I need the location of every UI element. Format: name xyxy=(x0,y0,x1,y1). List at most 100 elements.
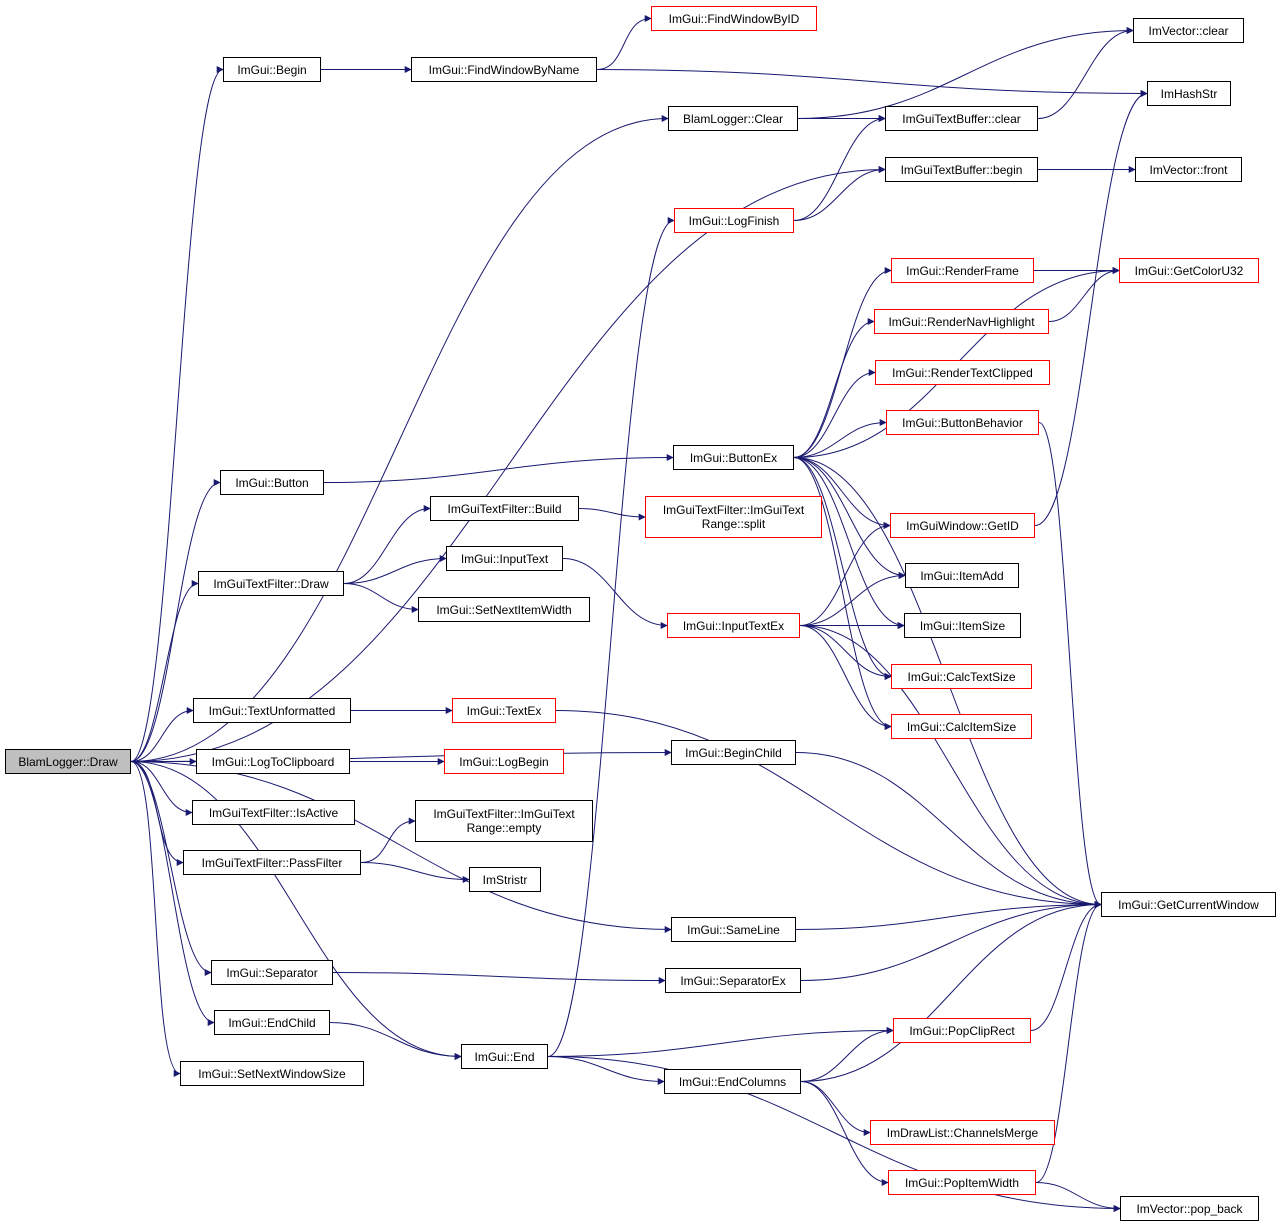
edge-draw-blamClear xyxy=(130,115,669,762)
edge-endColumns-channelsMerge xyxy=(800,1081,871,1136)
edge-end-endColumns xyxy=(547,1056,665,1085)
node-imgui-itemsize[interactable]: ImGui::ItemSize xyxy=(904,613,1021,638)
node-imgui-rendernavhighlight[interactable]: ImGui::RenderNavHighlight xyxy=(874,309,1049,334)
node-imgui-calctextsize[interactable]: ImGui::CalcTextSize xyxy=(891,664,1032,689)
node-imgui-endcolumns[interactable]: ImGui::EndColumns xyxy=(664,1069,801,1094)
node-imgui-separatorex[interactable]: ImGui::SeparatorEx xyxy=(665,968,801,993)
node-imgui-textex[interactable]: ImGui::TextEx xyxy=(452,698,556,723)
edge-inputTextEx-getID xyxy=(799,522,891,626)
edge-buttonEx-renderTextClipped xyxy=(793,369,876,458)
edge-popItemWidth-getCurrentWindow xyxy=(1035,901,1102,1183)
node-imgui-beginchild[interactable]: ImGui::BeginChild xyxy=(671,740,796,765)
node-imstristr[interactable]: ImStristr xyxy=(469,867,541,892)
node-imgui-findwindowbyname[interactable]: ImGui::FindWindowByName xyxy=(411,57,597,82)
node-imgui-setnextwindowsize[interactable]: ImGui::SetNextWindowSize xyxy=(180,1061,364,1086)
node-imgui-begin[interactable]: ImGui::Begin xyxy=(223,57,321,82)
node-imgui-popitemwidth[interactable]: ImGui::PopItemWidth xyxy=(888,1170,1036,1195)
node-imgui-end[interactable]: ImGui::End xyxy=(461,1044,548,1069)
edge-logFinish-textBufClear xyxy=(793,115,886,221)
node-blamlogger-clear[interactable]: BlamLogger::Clear xyxy=(668,106,798,131)
node-imhashstr[interactable]: ImHashStr xyxy=(1147,81,1231,106)
edge-endColumns-popClipRect xyxy=(800,1027,894,1082)
node-imgui-calcitemsize[interactable]: ImGui::CalcItemSize xyxy=(891,714,1032,739)
edge-draw-isActive xyxy=(130,761,193,816)
node-imgui-itemadd[interactable]: ImGui::ItemAdd xyxy=(905,563,1019,588)
node-imdrawlist-channelsmerge[interactable]: ImDrawList::ChannelsMerge xyxy=(870,1120,1055,1145)
node-imgui-separator[interactable]: ImGui::Separator xyxy=(211,960,333,985)
node-imgui-renderframe[interactable]: ImGui::RenderFrame xyxy=(891,258,1034,283)
edge-popClipRect-getCurrentWindow xyxy=(1030,901,1102,1031)
node-imgui-logbegin[interactable]: ImGui::LogBegin xyxy=(444,749,564,774)
edge-textEx-getCurrentWindow xyxy=(555,710,1102,908)
edge-buttonEx-itemAdd xyxy=(793,457,906,579)
node-imguitextbuffer-clear[interactable]: ImGuiTextBuffer::clear xyxy=(885,106,1038,131)
edge-buttonEx-itemSize xyxy=(793,457,905,629)
edge-textBufClear-imVectorClear xyxy=(1037,27,1134,119)
node-imvector-popback[interactable]: ImVector::pop_back xyxy=(1120,1196,1259,1221)
node-imvector-clear[interactable]: ImVector::clear xyxy=(1133,18,1244,43)
node-imgui-rendertextclipped[interactable]: ImGui::RenderTextClipped xyxy=(875,360,1050,385)
edge-buttonEx-calcTextSize xyxy=(793,457,892,680)
edge-getID-imHashStr xyxy=(1034,90,1148,526)
node-blamlogger-draw[interactable]: BlamLogger::Draw xyxy=(5,749,131,774)
edge-draw-begin xyxy=(130,66,224,762)
node-imguitextfilter-build[interactable]: ImGuiTextFilter::Build xyxy=(430,496,579,521)
node-imgui-textunformatted[interactable]: ImGui::TextUnformatted xyxy=(193,698,351,723)
edge-renderNavHighlight-getColorU32 xyxy=(1048,267,1120,322)
node-imgui-sameline[interactable]: ImGui::SameLine xyxy=(671,917,796,942)
node-textrange-split[interactable]: ImGuiTextFilter::ImGuiText Range::split xyxy=(645,496,822,538)
edge-filterDraw-filterBuild xyxy=(343,505,431,584)
edge-passFilter-rangeEmpty xyxy=(360,817,416,863)
node-imgui-getcurrentwindow[interactable]: ImGui::GetCurrentWindow xyxy=(1101,892,1276,917)
edge-draw-end xyxy=(130,761,462,1060)
edge-filterDraw-inputText xyxy=(343,555,447,584)
node-imgui-findwindowbyid[interactable]: ImGui::FindWindowByID xyxy=(651,6,817,31)
edge-popItemWidth-popBack xyxy=(1035,1182,1121,1212)
edge-draw-textBufBegin xyxy=(130,166,886,762)
node-imguitextfilter-isactive[interactable]: ImGuiTextFilter::IsActive xyxy=(192,800,355,825)
node-imgui-button[interactable]: ImGui::Button xyxy=(220,470,324,495)
edge-inputTextEx-calcTextSize xyxy=(799,625,892,680)
edge-separatorEx-getCurrentWindow xyxy=(800,901,1102,981)
edge-inputTextEx-calcItemSize xyxy=(799,625,892,730)
edge-draw-filterDraw xyxy=(130,580,199,762)
node-imgui-getcoloru32[interactable]: ImGui::GetColorU32 xyxy=(1119,258,1259,283)
edge-blamClear-imVectorClear xyxy=(797,27,1134,119)
edge-endColumns-popItemWidth xyxy=(800,1081,889,1186)
node-imgui-setnextitemwidth[interactable]: ImGui::SetNextItemWidth xyxy=(418,597,590,622)
edge-inputTextEx-getCurrentWindow xyxy=(799,625,1102,908)
node-imgui-inputtext[interactable]: ImGui::InputText xyxy=(446,546,563,571)
edge-end-popClipRect xyxy=(547,1027,894,1057)
node-imgui-endchild[interactable]: ImGui::EndChild xyxy=(214,1010,330,1035)
edge-filterBuild-rangeSplit xyxy=(578,508,646,521)
edge-draw-textUnformatted xyxy=(130,707,194,762)
edge-findWindowByName-imHashStr xyxy=(596,69,1148,97)
edge-filterDraw-setNextItemWidth xyxy=(343,583,419,613)
edge-buttonEx-renderNavHighlight xyxy=(793,318,875,458)
node-imvector-front[interactable]: ImVector::front xyxy=(1135,157,1242,182)
edge-inputTextEx-itemAdd xyxy=(799,572,906,626)
node-imgui-logfinish[interactable]: ImGui::LogFinish xyxy=(674,208,794,233)
edge-endColumns-getCurrentWindow xyxy=(800,901,1102,1082)
edge-buttonBehavior-getCurrentWindow xyxy=(1038,422,1102,908)
node-textrange-empty[interactable]: ImGuiTextFilter::ImGuiText Range::empty xyxy=(415,800,593,842)
edge-buttonEx-buttonBehavior xyxy=(793,419,887,458)
edge-passFilter-imStristr xyxy=(360,862,470,883)
edge-draw-separator xyxy=(130,761,212,976)
edge-draw-sameLine xyxy=(130,761,672,933)
node-imguitextbuffer-begin[interactable]: ImGuiTextBuffer::begin xyxy=(885,157,1038,182)
node-imgui-inputtextex[interactable]: ImGui::InputTextEx xyxy=(667,613,800,638)
node-imguiwindow-getid[interactable]: ImGuiWindow::GetID xyxy=(890,513,1035,538)
node-imgui-buttonbehavior[interactable]: ImGui::ButtonBehavior xyxy=(886,410,1039,435)
edge-findWindowByName-findWindowByID xyxy=(596,15,652,70)
edge-draw-setNextWindowSize xyxy=(130,761,181,1077)
edge-logFinish-textBufBegin xyxy=(793,166,886,221)
node-imgui-buttonex[interactable]: ImGui::ButtonEx xyxy=(673,445,794,470)
edge-draw-endChild xyxy=(130,761,215,1026)
node-imgui-popcliprect[interactable]: ImGui::PopClipRect xyxy=(893,1018,1031,1043)
node-imguitextfilter-passfilter[interactable]: ImGuiTextFilter::PassFilter xyxy=(183,850,361,875)
edge-sameLine-getCurrentWindow xyxy=(795,901,1102,930)
node-imguitextfilter-draw[interactable]: ImGuiTextFilter::Draw xyxy=(198,571,344,596)
node-imgui-logtoclipboard[interactable]: ImGui::LogToClipboard xyxy=(196,749,350,774)
